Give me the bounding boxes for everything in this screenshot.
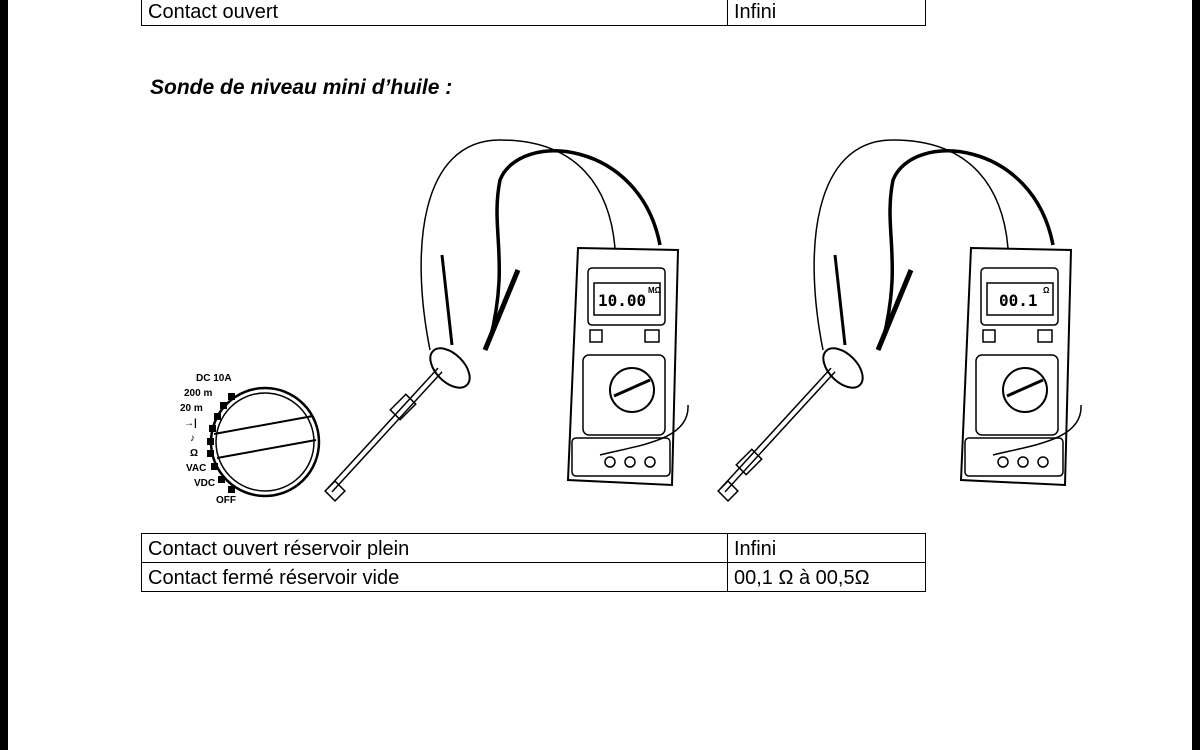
dial-label-diode: →| [184, 418, 197, 429]
left-border [0, 0, 8, 750]
meter2-display: 00.1 [999, 291, 1038, 310]
multimeter-1: 10.00 MΩ [324, 139, 689, 502]
top-table: Contact ouvert Infini [141, 0, 926, 26]
right-border [1192, 0, 1200, 750]
selector-dial: DC 10A 200 m 20 m →| ♪ Ω VAC VDC OFF [180, 373, 321, 506]
dial-label-vdc: VDC [194, 478, 215, 489]
meter1-unit: MΩ [648, 286, 662, 295]
table-cell-label: Contact fermé réservoir vide [141, 562, 728, 592]
table-cell-label: Contact ouvert [141, 0, 728, 26]
table-cell-value: 00,1 Ω à 00,5Ω [727, 562, 926, 592]
table-cell-label: Contact ouvert réservoir plein [141, 533, 728, 563]
dial-label-200m: 200 m [184, 388, 212, 399]
section-title: Sonde de niveau mini d’huile : [150, 76, 453, 99]
table-row: Contact fermé réservoir vide 00,1 Ω à 00… [141, 562, 926, 592]
dial-label-ohm: Ω [190, 448, 198, 459]
dial-label-buzzer: ♪ [190, 433, 195, 444]
dial-label-20m: 20 m [180, 403, 203, 414]
meter2-unit: Ω [1043, 286, 1050, 295]
table-cell-value: Infini [727, 533, 926, 563]
meter1-display: 10.00 [598, 291, 646, 310]
bottom-table: Contact ouvert réservoir plein Infini Co… [141, 533, 926, 592]
dial-label-vac: VAC [186, 463, 206, 474]
multimeter-2: 00.1 Ω [717, 139, 1082, 502]
table-row: Contact ouvert Infini [141, 0, 926, 26]
table-row: Contact ouvert réservoir plein Infini [141, 533, 926, 563]
dial-label-dc10a: DC 10A [196, 373, 232, 384]
table-cell-value: Infini [727, 0, 926, 26]
dial-label-off: OFF [216, 495, 236, 506]
